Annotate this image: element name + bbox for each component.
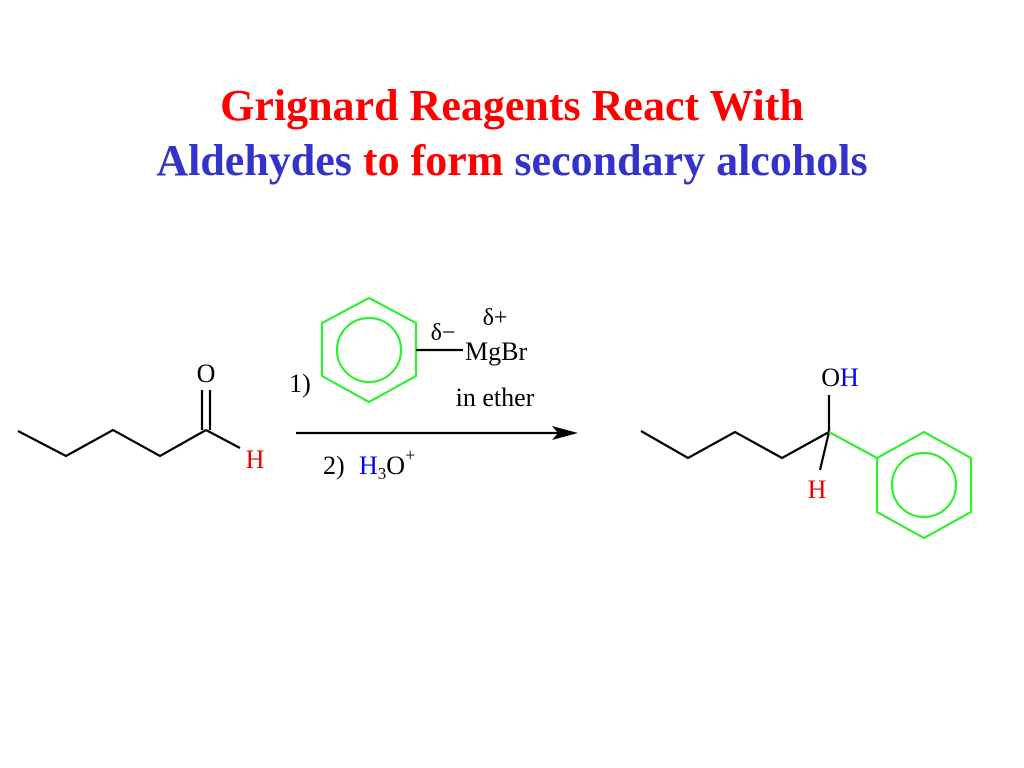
aldehyde-oxygen: O xyxy=(197,359,216,388)
title-line-1: Grignard Reagents React With xyxy=(0,78,1024,133)
aldehyde-hydrogen: H xyxy=(246,445,265,474)
title-line1-text: Grignard Reagents React With xyxy=(220,81,804,130)
reactant-aldehyde xyxy=(17,390,241,458)
reaction-arrow xyxy=(296,426,578,440)
acid-hydrogen: H xyxy=(359,451,378,480)
acid-formula: H3O+ xyxy=(359,445,415,483)
product-benzene-hexagon xyxy=(875,430,973,540)
acid-subscript: 3 xyxy=(378,464,387,483)
title-to-form: to form xyxy=(362,136,504,185)
delta-plus-label: δ+ xyxy=(483,305,508,331)
product-hydroxyl: OH xyxy=(821,363,859,392)
product-phenyl-ring xyxy=(875,430,973,540)
delta-minus-label: δ− xyxy=(431,320,456,346)
product-hydroxyl-hydrogen: H xyxy=(840,363,859,392)
product-carbon-chain xyxy=(640,430,830,460)
product-alcohol xyxy=(640,395,831,471)
aldehyde-carbon-chain xyxy=(17,428,207,458)
reaction-arrowhead xyxy=(552,426,578,440)
product-c-h-bond xyxy=(818,431,831,471)
acid-charge: + xyxy=(405,445,415,465)
title-secondary-alcohols: secondary alcohols xyxy=(514,136,868,185)
reagent-phenyl-ring xyxy=(320,296,418,404)
reagent-benzene-circle xyxy=(335,316,403,384)
aldehyde-ch-bond xyxy=(205,429,241,449)
acid-oxygen: O xyxy=(386,451,405,480)
slide-title: Grignard Reagents React With Aldehydes t… xyxy=(0,78,1024,188)
product-alpha-hydrogen: H xyxy=(808,475,827,504)
product-hydroxyl-oxygen: O xyxy=(821,363,840,392)
solvent-label: in ether xyxy=(456,383,535,412)
step-2-label: 2) xyxy=(323,451,345,480)
mgbr-label: MgBr xyxy=(465,337,527,366)
title-aldehydes: Aldehydes xyxy=(156,136,352,185)
product-benzene-circle xyxy=(890,451,958,519)
product-c-phenyl-bond xyxy=(828,431,878,459)
reagent-benzene-hexagon xyxy=(320,296,418,404)
title-line-2: Aldehydes to form secondary alcohols xyxy=(0,133,1024,188)
step-1-label: 1) xyxy=(289,369,311,398)
